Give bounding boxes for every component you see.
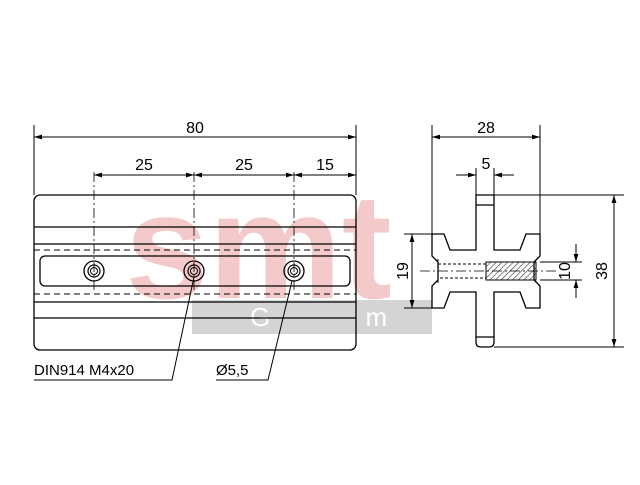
- dim-15-label: 15: [316, 157, 334, 174]
- front-view: [33, 194, 357, 351]
- dim-38-label: 38: [594, 262, 611, 280]
- label-screw: DIN914 M4x20: [34, 362, 134, 379]
- dim-25b-label: 25: [235, 157, 253, 174]
- dim-inner-height: [404, 233, 432, 309]
- dim-19-label: 19: [395, 262, 412, 280]
- dim-total-height: [494, 194, 624, 348]
- watermark-sub: G m b H: [250, 302, 640, 332]
- front-slot: [39, 255, 351, 287]
- leader-hole: [216, 280, 293, 381]
- hole-center-lines: [93, 172, 295, 290]
- label-hole: Ø5,5: [216, 362, 249, 379]
- dim-5-label: 5: [482, 156, 491, 173]
- dim-overall-width: [33, 125, 357, 195]
- dim-slot-width: [456, 168, 514, 195]
- watermark: smt G m b H: [125, 162, 640, 334]
- dim-10-label: 10: [557, 262, 574, 280]
- front-body-outline: [33, 194, 357, 351]
- leader-screw: [34, 276, 195, 381]
- dim-28-label: 28: [477, 120, 495, 137]
- dim-side-width: [431, 125, 541, 234]
- watermark-band: [192, 300, 432, 334]
- dim-80-label: 80: [186, 120, 204, 137]
- dim-thread-height: [540, 244, 582, 298]
- dim-25a-label: 25: [135, 157, 153, 174]
